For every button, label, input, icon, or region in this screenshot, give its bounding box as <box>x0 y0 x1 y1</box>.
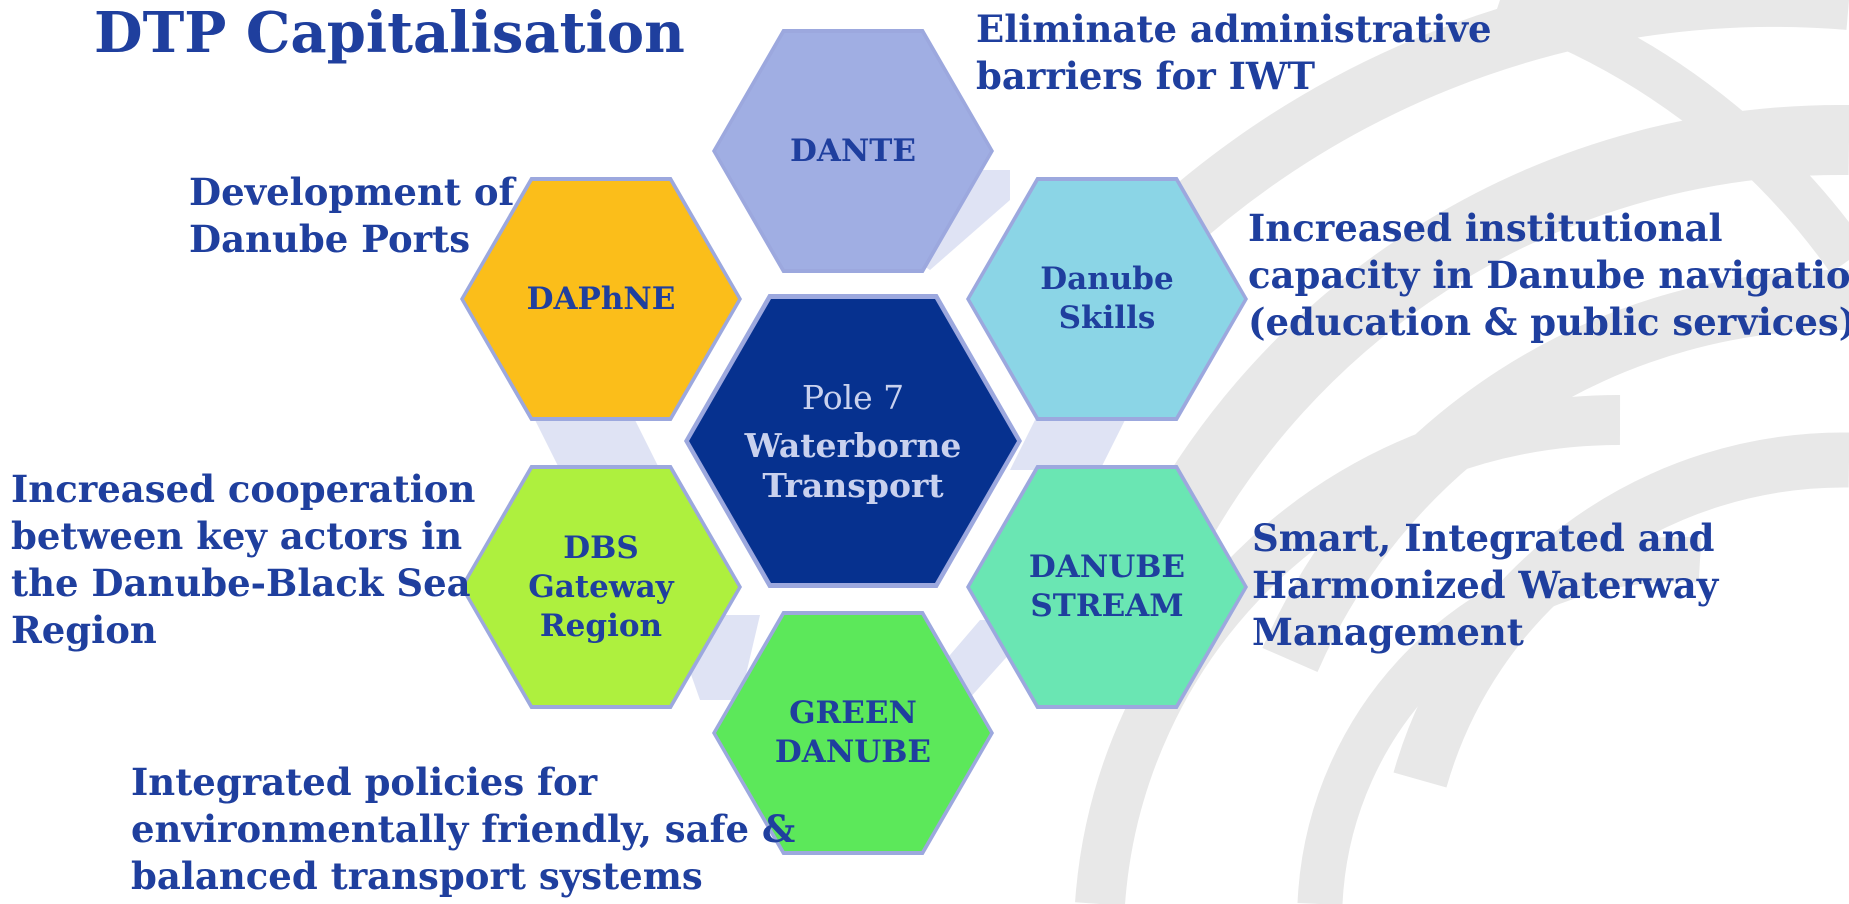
connector-skills-stream <box>1010 410 1130 470</box>
description-dante: Eliminate administrative barriers for IW… <box>976 7 1492 98</box>
hex-label-green-danube: GREEN DANUBE <box>774 695 932 770</box>
description-danube-stream: Smart, Integrated and Harmonized Waterwa… <box>1252 516 1719 654</box>
page-title: DTP Capitalisation <box>94 0 685 66</box>
hex-label-danube-skills: Danube Skills <box>1040 261 1174 336</box>
description-green-danube: Integrated policies for environmentally … <box>131 760 796 898</box>
center-theme-label: Waterborne Transport <box>744 426 962 505</box>
hex-green-danube: GREEN DANUBE <box>712 611 994 855</box>
hex-label-daphne: DAPhNE <box>526 280 676 317</box>
hex-label-dante: DANTE <box>790 132 916 169</box>
hex-daphne: DAPhNE <box>460 177 742 421</box>
description-dbs-gateway: Increased cooperation between key actors… <box>11 467 476 652</box>
connector-dbs-daphne <box>530 410 660 470</box>
description-danube-skills: Increased institutional capacity in Danu… <box>1248 206 1849 344</box>
hex-dante: DANTE <box>712 29 994 273</box>
center-pole-label: Pole 7 <box>801 378 905 417</box>
description-daphne: Development of Danube Ports <box>189 170 515 261</box>
hex-label-dbs-gateway: DBS Gateway Region <box>528 529 674 644</box>
hex-label-danube-stream: DANUBE STREAM <box>1028 549 1186 624</box>
